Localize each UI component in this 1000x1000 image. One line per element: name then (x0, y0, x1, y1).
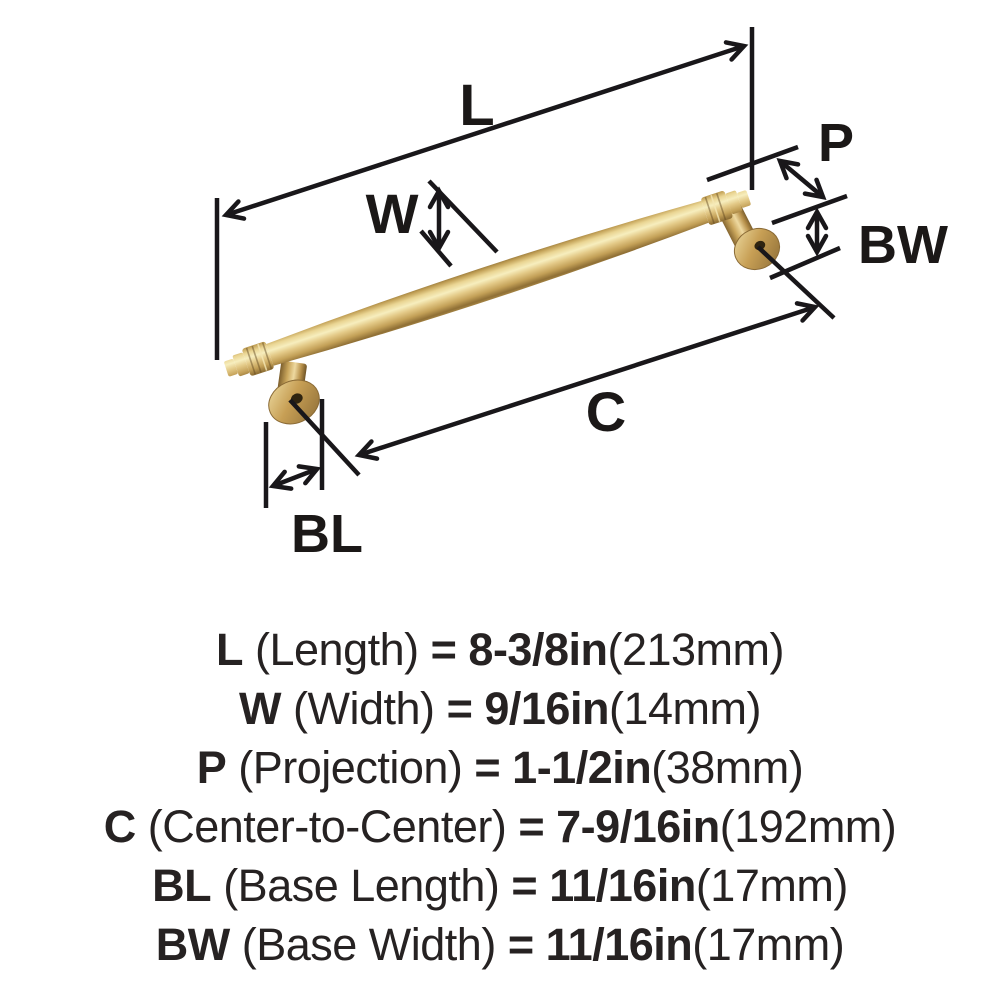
right-screw-hole (754, 240, 766, 251)
spec-row-center-to-center: C (Center-to-Center) = 7-9/16in(192mm) (0, 797, 1000, 856)
spec-name: (Base Width) (241, 919, 497, 970)
P-extension-line-top (706, 144, 799, 183)
left-collar-ring (251, 345, 262, 373)
spec-code: L (215, 624, 244, 675)
left-collar-ring (261, 342, 273, 370)
spec-row-base-length: BL (Base Length) = 11/16in(17mm) (0, 856, 1000, 915)
bar-spindle (266, 200, 709, 366)
left-collar-ring-highlight (257, 343, 268, 371)
spec-value: 11/16in (549, 860, 696, 911)
equals-sign: = (430, 624, 457, 675)
label-P: P (818, 113, 854, 173)
spec-metric: (192mm) (719, 801, 897, 852)
C-extension-tick-left (288, 398, 361, 477)
BW-extension-line-bottom (769, 245, 841, 281)
left-end-disc (232, 352, 250, 377)
spec-name: (Center-to-Center) (147, 801, 507, 852)
spec-metric: (17mm) (695, 860, 849, 911)
P-dimension-arrow (776, 158, 827, 200)
label-W: W (366, 182, 419, 245)
spec-value: 11/16in (545, 919, 693, 970)
equals-sign: = (507, 919, 534, 970)
BL-dimension-arrow (268, 464, 322, 491)
equals-sign: = (474, 742, 501, 793)
spec-code: P (196, 742, 227, 793)
spec-value: 8-3/8in (468, 624, 608, 675)
spec-name: (Base Length) (223, 860, 500, 911)
C-dimension-arrow (354, 301, 820, 461)
spec-list: L (Length) = 8-3/8in(213mm) W (Width) = … (0, 620, 1000, 974)
W-extension-tick-bottom (419, 229, 453, 268)
spec-name: (Projection) (238, 742, 463, 793)
label-C: C (586, 380, 626, 443)
spec-row-projection: P (Projection) = 1-1/2in(38mm) (0, 738, 1000, 797)
spec-metric: (17mm) (692, 919, 845, 970)
spec-code: W (239, 683, 282, 734)
P-BW-extension-line-middle (771, 193, 848, 226)
spec-code: BW (155, 919, 230, 970)
spec-name: (Width) (293, 683, 435, 734)
spec-row-width: W (Width) = 9/16in(14mm) (0, 679, 1000, 738)
equals-sign: = (446, 683, 473, 734)
dimension-lines (214, 27, 848, 508)
handle-pull (224, 190, 781, 425)
dimension-labels: L W P BW C BL (291, 73, 948, 564)
spec-metric: (14mm) (608, 683, 762, 734)
spec-code: C (103, 801, 137, 852)
spec-row-base-width: BW (Base Width) = 11/16in(17mm) (0, 915, 1000, 974)
dimension-diagram: L W P BW C BL (214, 27, 948, 564)
spec-name: (Length) (255, 624, 419, 675)
equals-sign: = (518, 801, 545, 852)
left-collar-ring (245, 347, 257, 375)
label-L: L (459, 73, 494, 138)
label-BL: BL (291, 504, 363, 564)
spec-value: 9/16in (484, 683, 609, 734)
label-BW: BW (858, 215, 948, 275)
spec-metric: (38mm) (651, 742, 804, 793)
equals-sign: = (511, 860, 538, 911)
left-tip-disc (224, 359, 238, 377)
spec-metric: (213mm) (607, 624, 785, 675)
L-dimension-arrow (221, 40, 749, 221)
C-extension-tick-right (756, 245, 836, 320)
spec-code: BL (152, 860, 212, 911)
spec-value: 1-1/2in (512, 742, 652, 793)
spec-value: 7-9/16in (556, 801, 720, 852)
spec-row-length: L (Length) = 8-3/8in(213mm) (0, 620, 1000, 679)
